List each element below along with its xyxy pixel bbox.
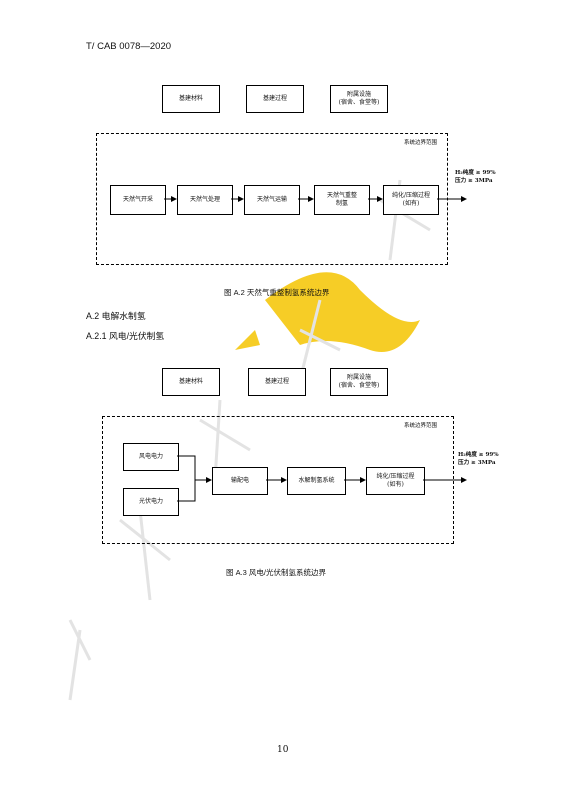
fig-a2-boundary-label: 系统边界范围 bbox=[404, 140, 438, 146]
fig-a2-build-process-box: 基建过程 bbox=[246, 85, 304, 113]
standard-id: T/ CAB 0078—2020 bbox=[86, 41, 172, 52]
fig-a2-output-purity: H₂纯度 ≥ 99% bbox=[455, 170, 496, 176]
fig-a2-output-spec: H₂纯度 ≥ 99% 压力 ≥ 3MPa bbox=[455, 170, 496, 186]
fig-a2-gas-extraction-box: 天然气开采 bbox=[110, 185, 166, 215]
fig-a3-output-purity: H₂纯度 ≥ 99% bbox=[458, 452, 499, 458]
page-number: 10 bbox=[277, 745, 289, 755]
fig-a3-build-material-box: 基建材料 bbox=[162, 368, 220, 396]
fig-a3-aux-facility-box: 附属设施 (宿舍、食堂等) bbox=[330, 368, 388, 396]
fig-a3-build-process-box: 基建过程 bbox=[248, 368, 306, 396]
fig-a3-electrolysis-box: 水解制氢系统 bbox=[287, 467, 346, 495]
fig-a3-power-distribution-box: 输配电 bbox=[212, 467, 268, 495]
fig-a3-purification-box: 纯化/压缩过程 (如有) bbox=[366, 467, 425, 495]
fig-a2-aux-facility-box: 附属设施 (宿舍、食堂等) bbox=[330, 85, 388, 113]
fig-a3-output-pressure: 压力 ≥ 3MPa bbox=[458, 459, 496, 466]
fig-a2-gas-transport-box: 天然气运输 bbox=[244, 185, 300, 215]
fig-a3-arrow-wind bbox=[177, 455, 212, 483]
fig-a3-arrow-solar bbox=[177, 480, 196, 502]
fig-a3-solar-power-box: 光伏电力 bbox=[123, 488, 179, 516]
fig-a2-build-material-box: 基建材料 bbox=[162, 85, 220, 113]
fig-a3-boundary-label: 系统边界范围 bbox=[404, 423, 438, 429]
section-a2-title: A.2 电解水制氢 bbox=[86, 311, 146, 321]
fig-a2-gas-treatment-box: 天然气处理 bbox=[177, 185, 233, 215]
fig-a3-wind-power-box: 风电电力 bbox=[123, 443, 179, 471]
fig-a2-purification-box: 纯化/压缩过程 (如有) bbox=[383, 185, 439, 215]
fig-a3-caption: 图 A.3 风电/光伏制氢系统边界 bbox=[226, 568, 327, 577]
section-a21-title: A.2.1 风电/光伏制氢 bbox=[86, 331, 165, 341]
fig-a2-output-pressure: 压力 ≥ 3MPa bbox=[455, 177, 493, 184]
fig-a2-reforming-box: 天然气重整 制氢 bbox=[314, 185, 370, 215]
fig-a3-output-spec: H₂纯度 ≥ 99% 压力 ≥ 3MPa bbox=[458, 452, 499, 468]
fig-a2-caption: 图 A.2 天然气重整制氢系统边界 bbox=[224, 288, 330, 297]
